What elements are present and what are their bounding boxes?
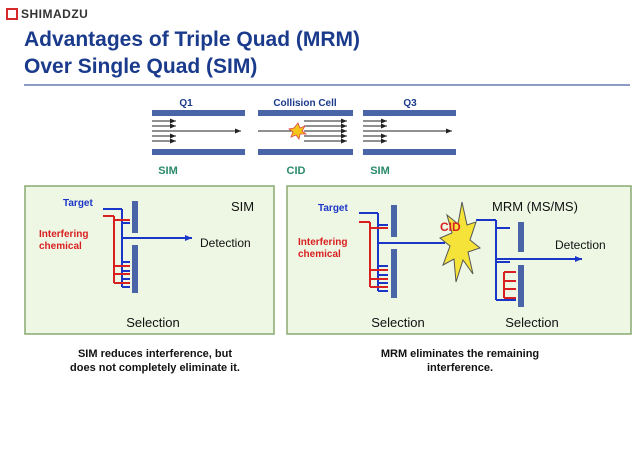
- sim-interfering-paths: [103, 215, 130, 284]
- sim-caption-line-1: SIM reduces interference, but: [77, 348, 233, 360]
- sim-left-label: SIM: [158, 165, 178, 177]
- mrm-q3-lower-rod: [518, 265, 524, 307]
- slide-title: Advantages of Triple Quad (MRM) Over Sin…: [24, 26, 360, 80]
- q1-ion-beams: [152, 118, 241, 144]
- q3-label: Q3: [403, 98, 417, 109]
- cell-bottom-rod: [258, 149, 353, 155]
- sim-lower-rod: [132, 245, 138, 293]
- mrm-q1-lower-rod: [391, 249, 397, 298]
- q1-top-rod: [152, 110, 245, 116]
- collision-cell-label: Collision Cell: [273, 98, 337, 109]
- top-schematic: Q1 Collision Cell Q3: [152, 98, 456, 177]
- sim-caption-line-2: does not completely eliminate it.: [70, 362, 240, 374]
- mrm-cid-label: CID: [440, 220, 461, 234]
- mrm-selection-left-label: Selection: [371, 315, 424, 330]
- mrm-caption: MRM eliminates the remaining interferenc…: [340, 347, 580, 375]
- mrm-interfering-label-1: Interfering: [298, 237, 347, 248]
- mrm-q1-upper-rod: [391, 205, 397, 237]
- q3-top-rod: [363, 110, 456, 116]
- title-line-2: Over Single Quad (SIM): [24, 55, 258, 78]
- brand-name: SHIMADZU: [21, 7, 89, 21]
- q1-bottom-rod: [152, 149, 245, 155]
- sim-panel-box: [24, 185, 275, 335]
- mrm-caption-line-1: MRM eliminates the remaining: [380, 348, 540, 360]
- sim-panel: SIM Target Interfering chemical Detectio…: [24, 185, 275, 335]
- sim-caption: SIM reduces interference, but does not c…: [40, 347, 270, 375]
- mrm-q3-fragment-paths: [496, 271, 516, 301]
- q3-ion-beams: [363, 118, 452, 144]
- sim-interfering-label-2: chemical: [39, 241, 82, 252]
- sim-target-label: Target: [63, 198, 93, 209]
- cid-label: CID: [287, 165, 306, 177]
- sim-detection-label: Detection: [200, 236, 251, 250]
- mrm-cid-burst-icon: [439, 201, 482, 283]
- mrm-selection-right-label: Selection: [505, 315, 558, 330]
- top-collision-burst-icon: [288, 122, 308, 140]
- q1-label: Q1: [179, 98, 193, 109]
- mrm-q3-upper-rod: [518, 222, 524, 252]
- mrm-detection-label: Detection: [555, 238, 606, 252]
- sim-selection-label: Selection: [126, 315, 179, 330]
- mrm-panel-title: MRM (MS/MS): [492, 199, 578, 214]
- sim-interfering-label-1: Interfering: [39, 229, 88, 240]
- mrm-panel: MRM (MS/MS) Target Interfering chemical: [286, 185, 632, 335]
- shimadzu-logo: SHIMADZU: [6, 7, 88, 21]
- title-divider: [24, 84, 630, 86]
- sim-upper-rod: [132, 201, 138, 233]
- logo-mark-icon: [6, 8, 18, 20]
- title-line-1: Advantages of Triple Quad (MRM): [24, 28, 361, 51]
- cell-ion-beams: [258, 118, 347, 144]
- mrm-caption-line-2: interference.: [426, 362, 494, 374]
- sim-panel-title: SIM: [231, 199, 254, 214]
- sim-right-label: SIM: [370, 165, 390, 177]
- cell-top-rod: [258, 110, 353, 116]
- mrm-interfering-label-2: chemical: [298, 249, 341, 260]
- mrm-target-label: Target: [318, 203, 348, 214]
- mrm-q1-interfering-paths: [359, 221, 388, 288]
- q3-bottom-rod: [363, 149, 456, 155]
